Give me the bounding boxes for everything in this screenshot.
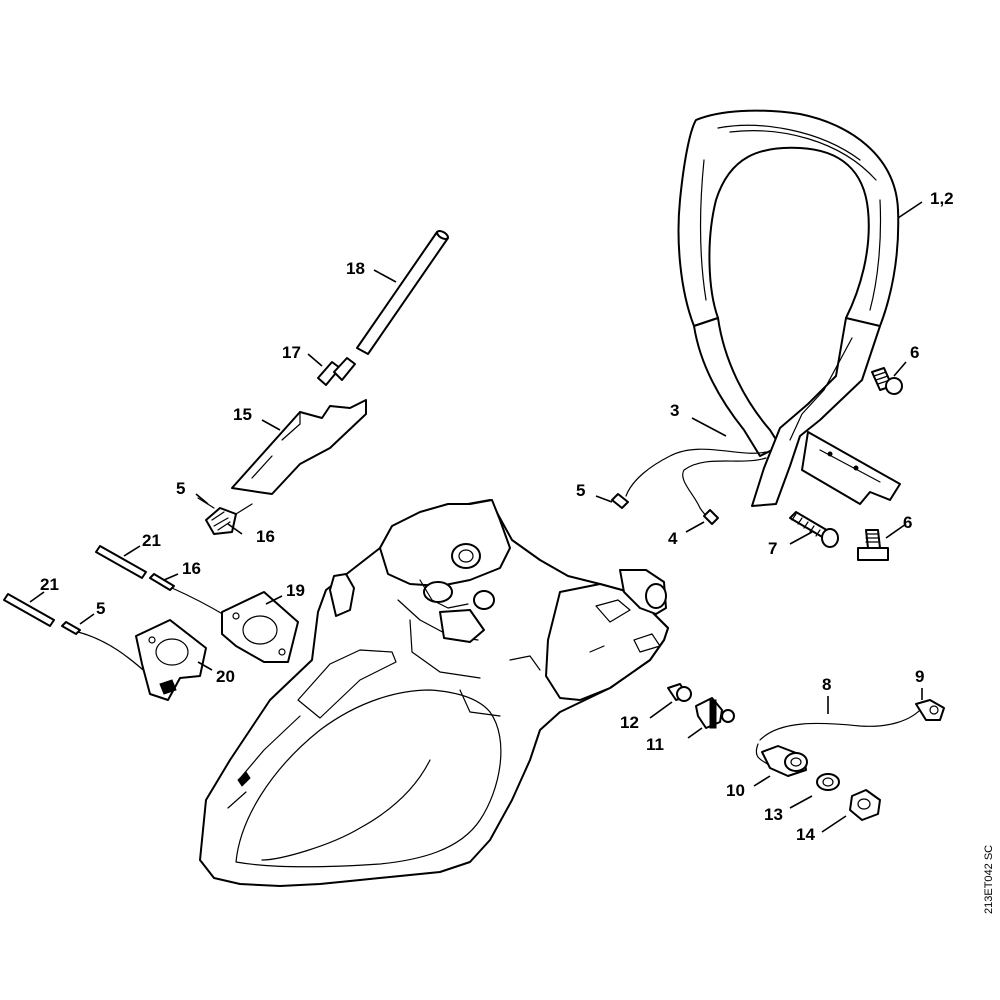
callout-6-bottom: 6: [903, 513, 912, 532]
callout-19: 19: [286, 581, 305, 600]
part-6-screw-top: [871, 367, 903, 395]
callout-labels: 1,2 3 4 5 6 6 7 8 9 10 11 12 13 14 15 16…: [40, 189, 954, 844]
housing: [199, 499, 669, 887]
part-5-wire-left: [61, 621, 151, 677]
callout-17: 17: [282, 343, 301, 362]
callout-20: 20: [216, 667, 235, 686]
part-18-rod: [356, 230, 449, 355]
part-21-pin-left: [3, 593, 55, 627]
callout-21-top: 21: [142, 531, 161, 550]
part-7-screw: [789, 511, 839, 548]
part-8-cable: [755, 699, 945, 777]
part-6-screw-bottom: [857, 529, 889, 561]
part-20-gasket: [135, 619, 207, 701]
callout-14: 14: [796, 825, 815, 844]
leader-lines: [29, 201, 923, 833]
drawing-code: 213ET042 SC: [983, 845, 995, 914]
callout-5-switch: 5: [176, 479, 185, 498]
callout-5-wire: 5: [576, 481, 585, 500]
part-15-plate: [231, 399, 367, 495]
callout-7: 7: [768, 539, 777, 558]
part-17-sleeves: [317, 357, 356, 386]
callout-21-left: 21: [40, 575, 59, 594]
part-1-2-handlebar: [677, 109, 901, 507]
callout-18: 18: [346, 259, 365, 278]
callout-8: 8: [822, 675, 831, 694]
callout-13: 13: [764, 805, 783, 824]
callout-16-top: 16: [256, 527, 275, 546]
part-14-nut: [849, 789, 881, 821]
callout-9: 9: [915, 667, 924, 686]
part-12-bushing: [667, 683, 692, 702]
callout-11: 11: [646, 735, 664, 754]
callout-3: 3: [670, 401, 679, 420]
callout-15: 15: [233, 405, 252, 424]
callout-10: 10: [726, 781, 745, 800]
callout-16-mid: 16: [182, 559, 201, 578]
part-11-terminal: [695, 697, 735, 729]
callout-6-top: 6: [910, 343, 919, 362]
callout-12: 12: [620, 713, 639, 732]
part-19-gasket: [221, 591, 299, 663]
part-16-wire-mid: [149, 573, 227, 617]
callout-4: 4: [668, 529, 678, 548]
part-13-washer: [816, 773, 840, 791]
callout-1-2: 1,2: [930, 189, 954, 208]
callout-5-left: 5: [96, 599, 105, 618]
part-21-pin-top: [95, 545, 147, 579]
part-16-contact-top: [205, 503, 253, 535]
part-3-4-wires: [611, 448, 767, 525]
